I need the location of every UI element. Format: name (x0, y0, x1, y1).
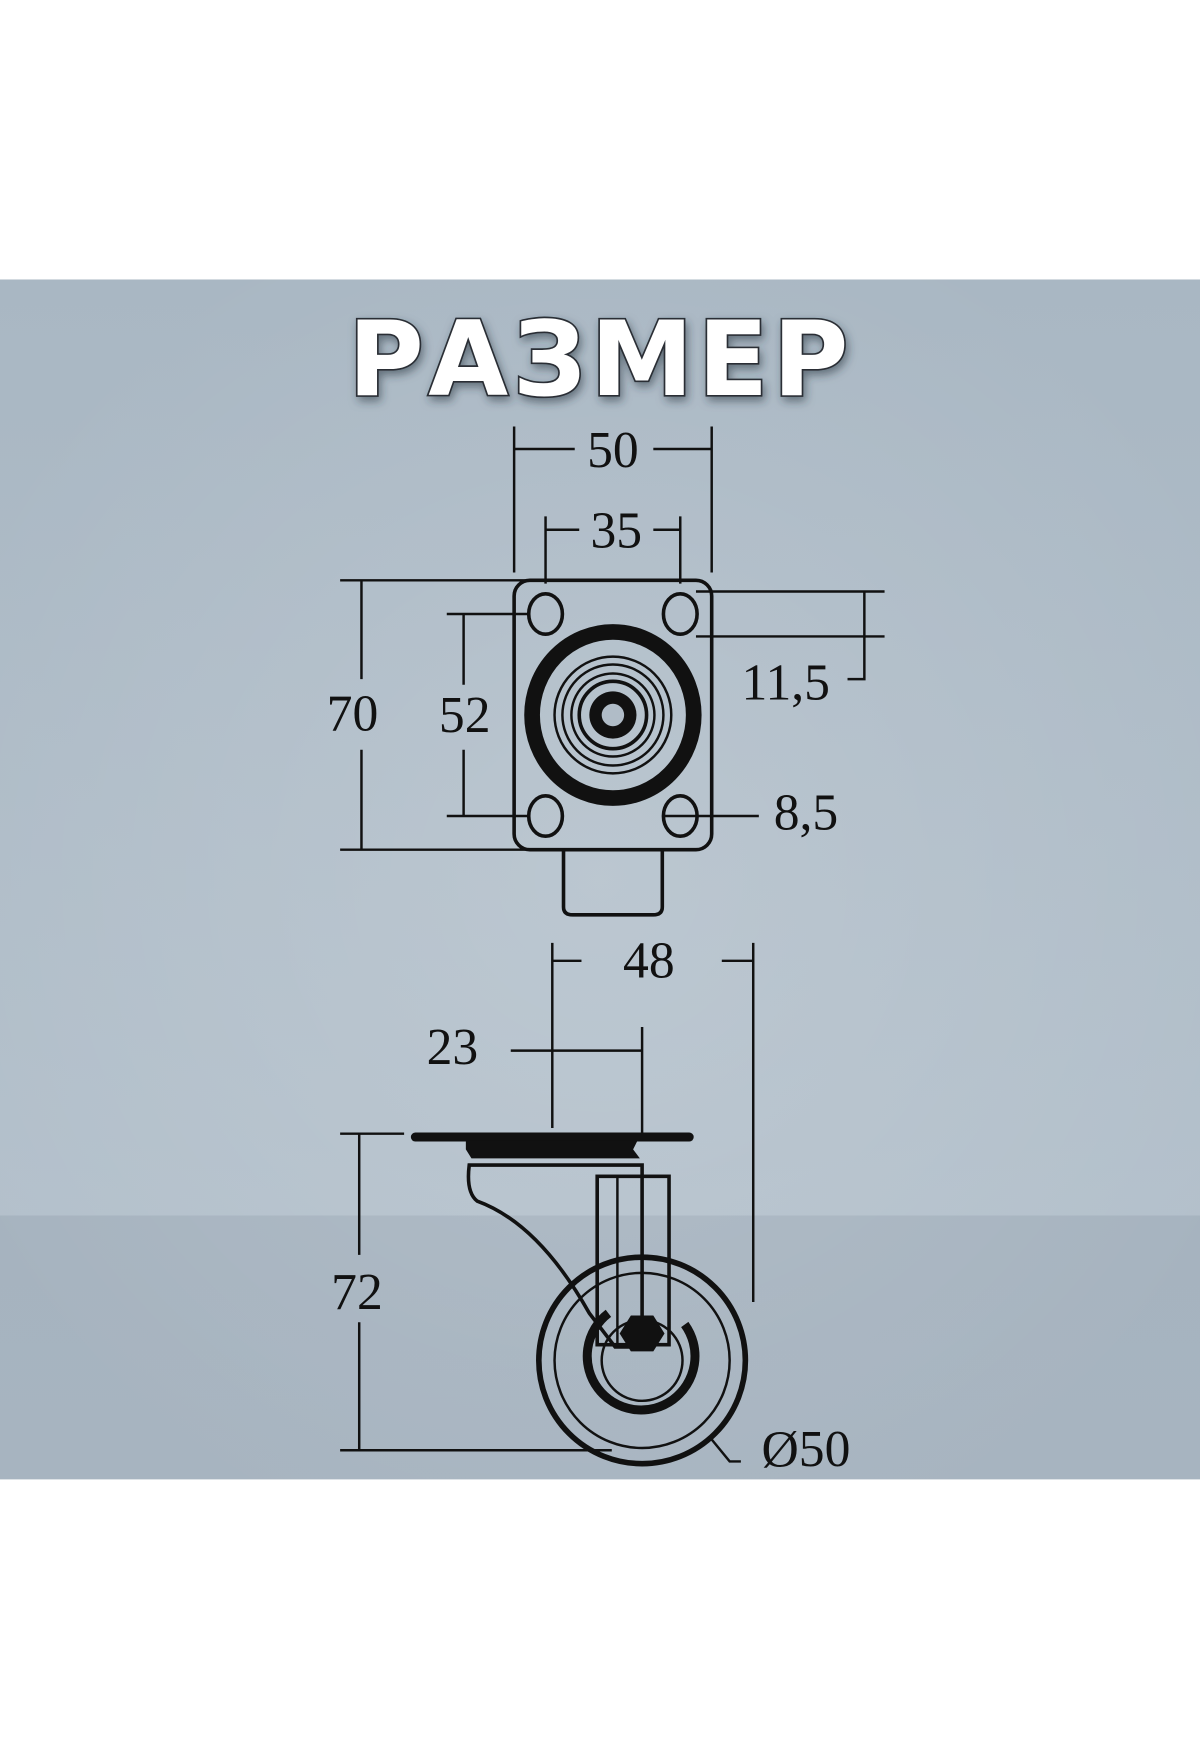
mounting-plate (512, 578, 714, 852)
side-view: 48 23 72 Ø50 (331, 933, 850, 1478)
dim-offset-total: 48 (623, 933, 675, 990)
bolt-hole (661, 591, 699, 636)
dim-hole-diameter: 8,5 (774, 784, 839, 841)
page-title: РАЗМЕР (348, 300, 853, 420)
dim-width-outer: 50 (587, 422, 639, 479)
background-glow (0, 279, 1200, 1480)
dim-hole-offset: 11,5 (742, 654, 830, 711)
dim-height-outer: 70 (327, 686, 379, 743)
dim-total-height: 72 (331, 1264, 383, 1321)
axle-nut (619, 1315, 665, 1352)
swivel-stem (561, 849, 665, 917)
caster-fork (466, 1163, 644, 1349)
wheel (536, 1254, 749, 1467)
bolt-hole (526, 591, 565, 636)
bolt-hole (526, 794, 565, 839)
top-view: 50 35 70 52 11,5 (327, 422, 885, 917)
dim-offset-axis: 23 (427, 1019, 479, 1076)
dim-wheel-diameter: Ø50 (762, 1421, 851, 1478)
dim-width-holes: 35 (590, 503, 642, 560)
dim-height-holes: 52 (439, 687, 491, 744)
